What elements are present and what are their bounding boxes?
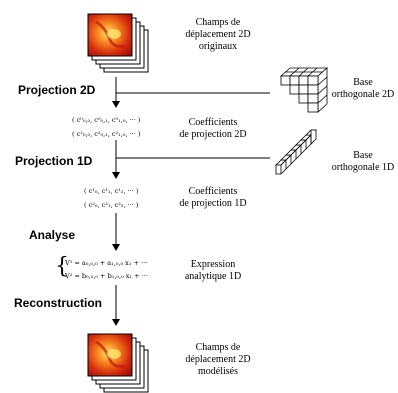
input-caption-line: Champs de (195, 17, 241, 28)
input-caption-line: déplacement 2D (185, 29, 251, 40)
base2d-caption-line: Base (353, 77, 373, 88)
expression-caption-line: Expression (190, 259, 236, 270)
coef2d-row-2: ( c²₀,₀, c²₀,₁, c²₁,₀, ··· ) (72, 130, 141, 138)
output-caption-line: Champs de (195, 342, 241, 353)
step-reconstruction-label: Reconstruction (14, 296, 103, 310)
equation-v2: V² = b₀,₀,₀ + b₁,₀,₀ x₁ + ··· (65, 272, 148, 280)
coef2d-caption-line: Coefficients (188, 117, 238, 128)
base2d-caption-line: orthogonale 2D (331, 89, 395, 100)
coef1d-row-1: ( c¹₀, c¹₁, c¹₂, ··· ) (84, 187, 139, 195)
base2d-caption: Base orthogonale 2D (330, 77, 396, 101)
cube-row-1d-icon (275, 129, 317, 175)
expression-caption: Expression analytique 1D (170, 259, 256, 283)
equation-brace: { (55, 254, 69, 279)
input-heatmap-stack-icon (87, 13, 149, 73)
input-caption-line: originaux (198, 41, 238, 52)
output-caption-line: déplacement 2D (185, 354, 251, 365)
cube-grid-2d-icon (279, 67, 329, 113)
output-heatmap-stack-icon (87, 333, 149, 393)
coef1d-caption-line: Coefficients (188, 186, 238, 197)
step-projection-1d-label: Projection 1D (15, 154, 93, 168)
coef1d-caption-line: de projection 1D (179, 198, 247, 209)
coef1d-row-2: ( c²₀, c²₁, c²₂, ··· ) (84, 201, 139, 209)
equation-v1: V¹ = a₀,₀,₀ + a₁,₀,₀ x₁ + ··· (65, 259, 148, 267)
input-caption: Champs de déplacement 2D originaux (178, 17, 258, 53)
output-caption: Champs de déplacement 2D modélisés (178, 342, 258, 378)
coef2d-caption-line: de projection 2D (179, 129, 247, 140)
step-analyse-label: Analyse (29, 228, 76, 242)
coef1d-caption: Coefficients de projection 1D (170, 186, 256, 210)
coef2d-row-1: ( c⁰₀,₀, c⁰₀,₁, c⁰₁,₀, ··· ) (72, 116, 141, 124)
base1d-caption: Base orthogonale 1D (330, 150, 396, 174)
base1d-caption-line: Base (353, 150, 373, 161)
base1d-caption-line: orthogonale 1D (331, 162, 395, 173)
coef2d-caption: Coefficients de projection 2D (170, 117, 256, 141)
expression-caption-line: analytique 1D (184, 271, 242, 282)
step-projection-2d-label: Projection 2D (18, 83, 96, 97)
output-caption-line: modélisés (198, 366, 238, 377)
